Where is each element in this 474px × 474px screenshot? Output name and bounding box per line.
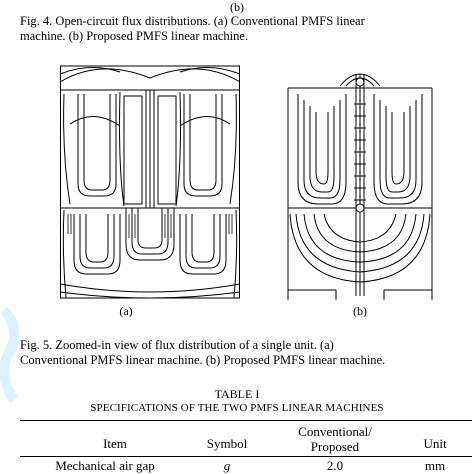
figure-4-caption: Fig. 4. Open-circuit flux distributions.… <box>20 14 472 44</box>
table-header-rule <box>20 456 472 457</box>
table-cell-symbol: g <box>223 458 231 473</box>
table-cell-item: Mechanical air gap <box>55 458 155 473</box>
table-top-rule <box>20 420 472 421</box>
table-header-proposed: Proposed <box>310 439 360 454</box>
table-header-conventional-proposed: Conventional/ Proposed <box>280 424 390 454</box>
table-row: Mechanical air gap g 2.0 mm <box>0 458 474 474</box>
table-header-item: Item <box>103 436 127 451</box>
figure-5-caption-line-2: Conventional PMFS linear machine. (b) Pr… <box>20 353 386 367</box>
figure-5a-flux-plot <box>59 65 241 299</box>
figure-4-caption-line-2: machine. (b) Proposed PMFS linear machin… <box>20 29 249 43</box>
figure-5-caption-line-1: Fig. 5. Zoomed-in view of flux distribut… <box>20 338 334 352</box>
figure-5-caption: Fig. 5. Zoomed-in view of flux distribut… <box>20 338 472 368</box>
table-subtitle: SPECIFICATIONS OF THE TWO PMFS LINEAR MA… <box>90 402 384 414</box>
figure-5b-label: (b) <box>353 304 367 318</box>
table-header-conventional: Conventional/ <box>298 424 372 439</box>
table-header-unit: Unit <box>423 436 447 451</box>
table-cell-value: 2.0 <box>326 458 344 473</box>
figure-5b-flux-plot <box>287 73 433 300</box>
figure-5a-label: (a) <box>119 304 133 318</box>
top-panel-label: (b) <box>230 0 244 14</box>
table-title: TABLE I <box>214 387 260 401</box>
watermark-graphic <box>0 306 19 403</box>
table-header-symbol: Symbol <box>206 436 248 451</box>
figure-4-caption-line-1: Fig. 4. Open-circuit flux distributions.… <box>20 14 365 28</box>
table-cell-unit: mm <box>424 458 446 473</box>
